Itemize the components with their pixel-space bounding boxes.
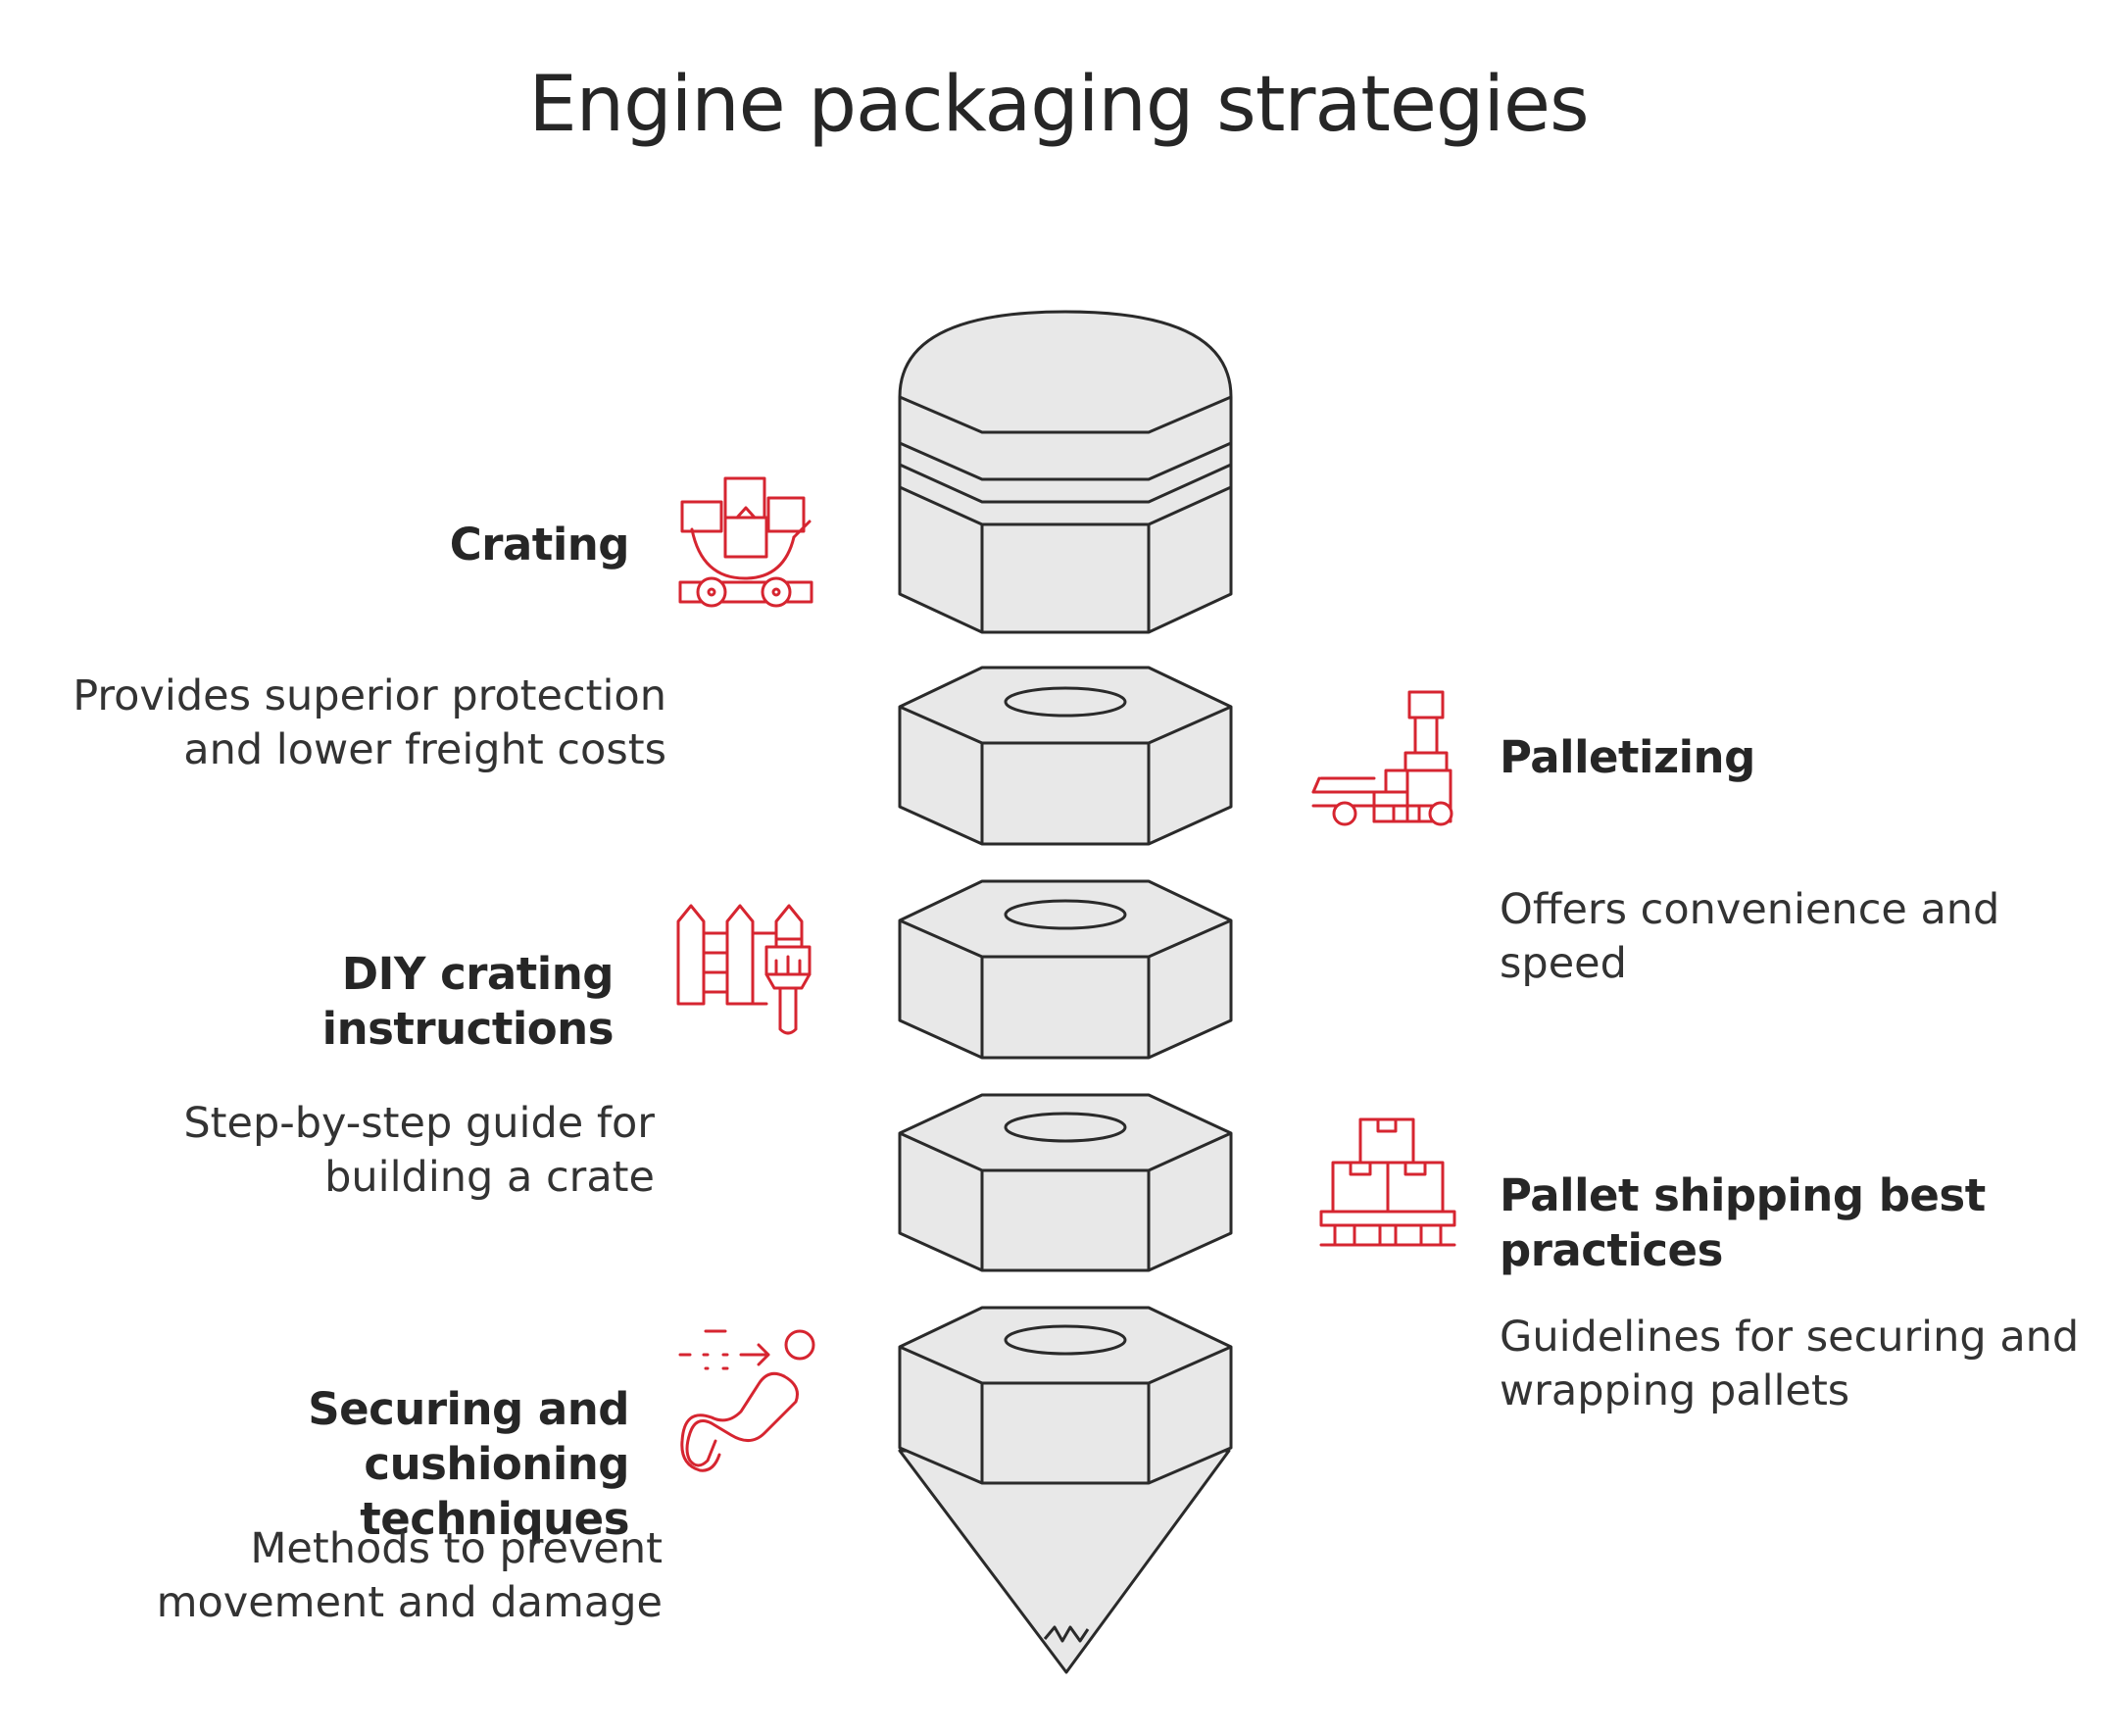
hex-nut-4 xyxy=(898,1306,1233,1485)
hex-nut-2 xyxy=(898,879,1233,1060)
diy-crating-description: Step-by-step guide for building a crate xyxy=(183,1099,655,1202)
palletizing-label: Palletizing xyxy=(1500,731,1755,783)
securing-description: Methods to prevent movement and damage xyxy=(156,1524,663,1627)
pallet-jack-icon xyxy=(1311,690,1453,826)
motion-path-icon xyxy=(678,1329,815,1472)
boxes-on-pallet-icon xyxy=(1319,1117,1456,1247)
dome-cap xyxy=(898,310,1233,634)
hex-nut-3 xyxy=(898,1093,1233,1272)
crating-description: Provides superior protection and lower f… xyxy=(73,671,666,774)
pallet-shipping-label: Pallet shipping best practices xyxy=(1500,1169,1986,1276)
cart-with-boxes-icon xyxy=(678,476,813,608)
crating-label: Crating xyxy=(449,519,630,570)
fence-and-brush-icon xyxy=(676,904,812,1035)
securing-label: Securing and cushioning techniques xyxy=(308,1383,629,1545)
pallet-shipping-description: Guidelines for securing and wrapping pal… xyxy=(1500,1313,2080,1415)
diy-crating-label: DIY crating instructions xyxy=(321,948,615,1055)
page-title: Engine packaging strategies xyxy=(528,61,1589,149)
hex-nut-1 xyxy=(898,666,1233,846)
palletizing-description: Offers convenience and speed xyxy=(1500,885,2000,988)
